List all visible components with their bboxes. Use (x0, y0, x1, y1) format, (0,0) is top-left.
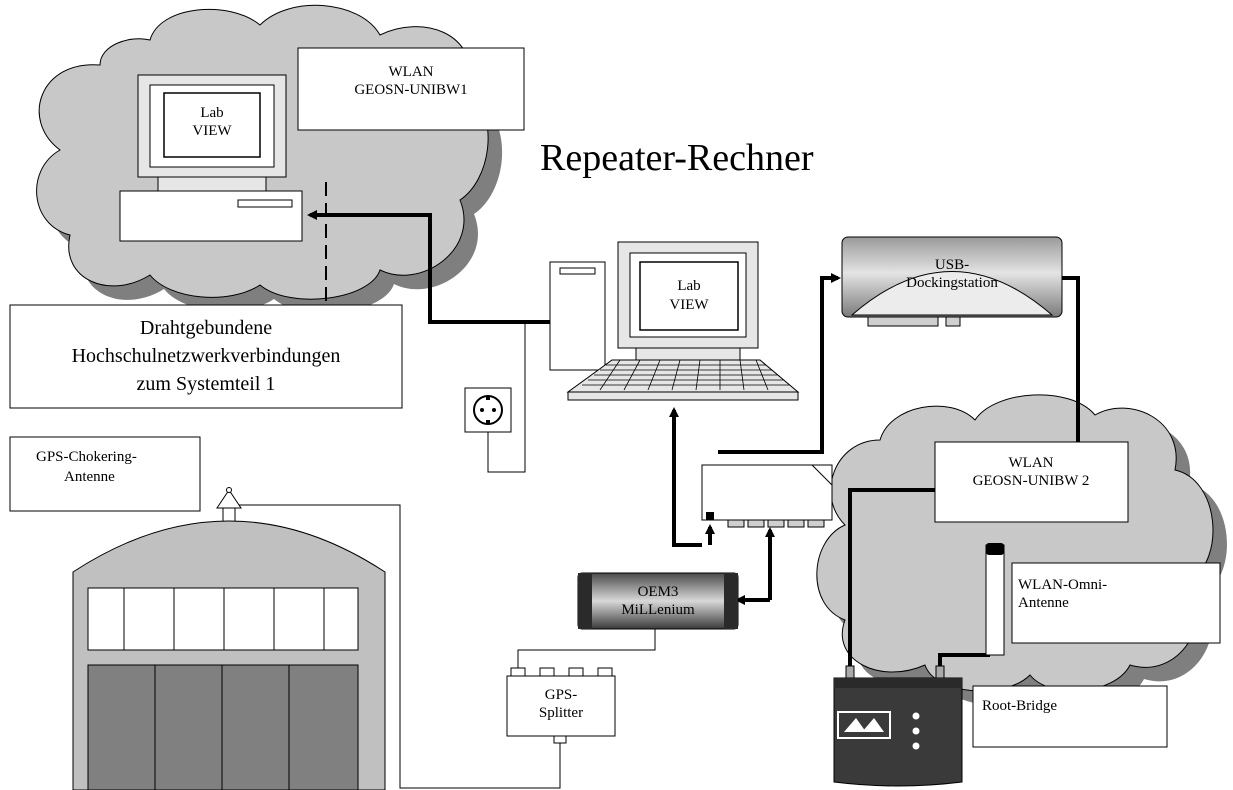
oem3-receiver: OEM3 MiLLenium (577, 572, 739, 630)
omni-antenna-box: WLAN-Omni- Antenne (1011, 562, 1221, 644)
wlan2-line1: WLAN (1009, 455, 1054, 471)
usb-hub (701, 464, 833, 528)
wlan2-box: WLAN GEOSN-UNIBW 2 (934, 441, 1129, 523)
computer-1: Lab VIEW (119, 74, 303, 242)
wired-box: Drahtgebundene Hochschulnetzwerkverbindu… (9, 304, 403, 409)
omni-antenna-icon (985, 543, 1005, 656)
omni-line2: Antenne (1018, 595, 1069, 611)
computer-2: Lab VIEW (549, 241, 800, 401)
power-outlet-icon (464, 387, 512, 433)
dock-to-wlan2 (1062, 276, 1080, 457)
usb-dock-line1: USB- (935, 257, 969, 273)
labview2-line1: Lab (677, 278, 700, 294)
building (72, 487, 386, 790)
wlan2-to-root-bridge (848, 488, 938, 672)
desktop-case-1 (119, 190, 303, 242)
splitter-line1: GPS- (545, 687, 578, 703)
gps-splitter: GPS- Splitter (506, 667, 616, 744)
labview1-line2: VIEW (192, 123, 232, 139)
wlan1-line1: WLAN (389, 64, 434, 80)
diagram-title: Repeater-Rechner (540, 137, 814, 179)
root-bridge-label: Root-Bridge (982, 698, 1057, 714)
wlan1-line2: GEOSN-UNIBW1 (354, 82, 467, 98)
keyboard (566, 359, 800, 401)
wlan1-box: WLAN GEOSN-UNIBW1 (297, 47, 525, 131)
root-bridge-box: Root-Bridge (972, 685, 1168, 748)
splitter-line2: Splitter (539, 705, 583, 721)
root-bridge-device (833, 665, 963, 787)
usb-cable-to-dock (718, 273, 841, 454)
cloud-wlan2 (816, 394, 1227, 706)
network-connections (307, 210, 1080, 672)
omni-line1: WLAN-Omni- (1018, 577, 1107, 593)
wired-line1: Drahtgebundene (140, 317, 272, 339)
wlan2-line2: GEOSN-UNIBW 2 (973, 473, 1090, 489)
wired-line2: Hochschulnetzwerkverbindungen (72, 345, 341, 367)
usb-dock-line2: Dockingstation (906, 275, 998, 291)
oem3-line2: MiLLenium (621, 602, 695, 618)
hub-to-computer2-lower (672, 452, 702, 547)
labview1-line1: Lab (200, 105, 223, 121)
oem3-line1: OEM3 (638, 584, 679, 600)
gps-antenna-line1: GPS-Chokering- (36, 449, 137, 465)
gps-antenna-box: GPS-Chokering- Antenne (9, 436, 201, 512)
power-cable (487, 322, 526, 473)
antenna-cable (235, 504, 561, 789)
wired-line3: zum Systemteil 1 (137, 373, 276, 395)
gps-antenna-line2: Antenne (64, 469, 115, 485)
lan-cable-to-computer1 (307, 210, 550, 324)
oem3-to-splitter-cable (517, 629, 656, 670)
labview2-line2: VIEW (669, 297, 709, 313)
tower-case (549, 261, 606, 371)
usb-dockingstation: USB- Dockingstation (841, 236, 1063, 327)
